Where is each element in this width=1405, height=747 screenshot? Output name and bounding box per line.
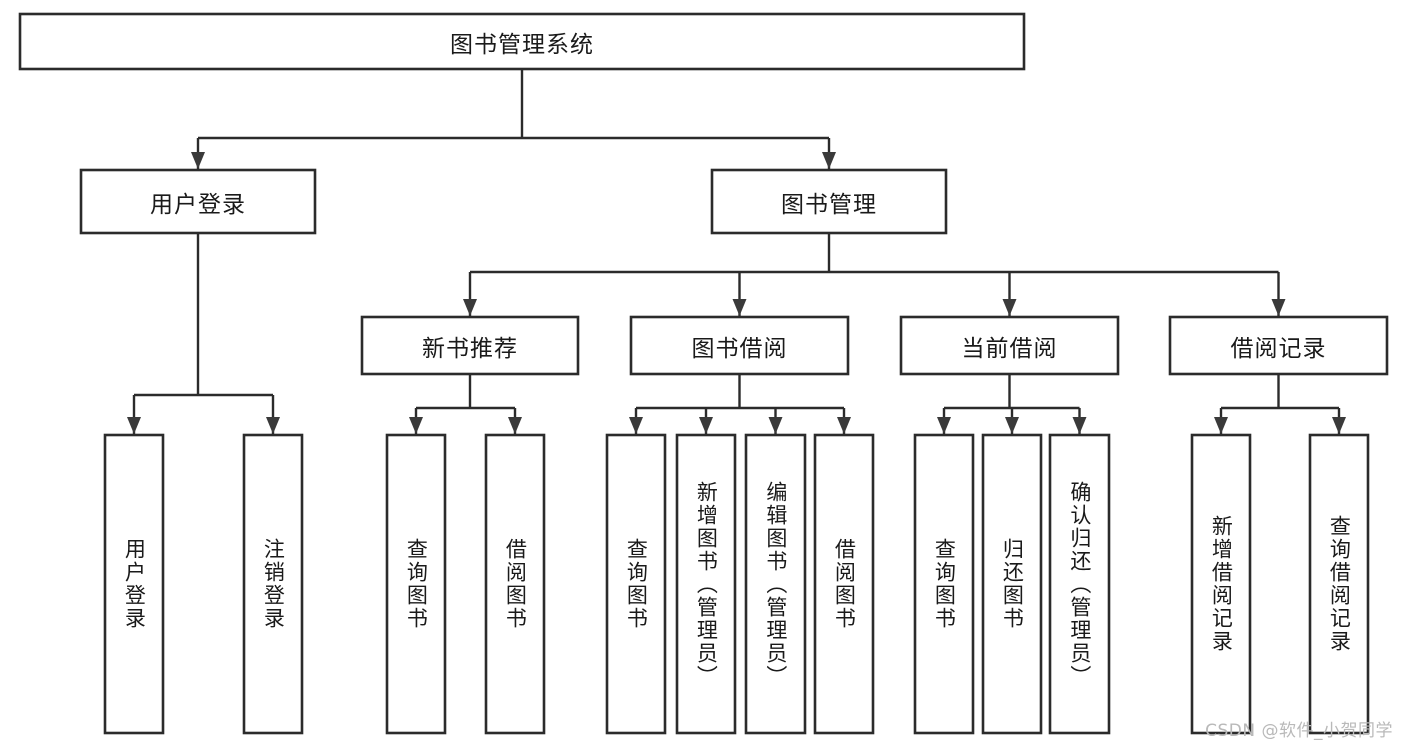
arrow-head-icon-borrow-records: [1271, 299, 1286, 316]
arrow-head-icon-user-login-do: [127, 417, 141, 434]
arrow-head-icon-query-borrow-record: [1332, 417, 1346, 434]
node-box-new-book-recommend[interactable]: [360, 315, 580, 376]
arrow-head-icon-recommend-query-book: [409, 417, 423, 434]
node-box-current-query-book[interactable]: [913, 433, 975, 735]
arrow-head-icon-user-login: [191, 152, 205, 169]
arrow-head-icon-book-manage: [822, 152, 836, 169]
node-box-book-borrow[interactable]: [629, 315, 850, 376]
arrow-head-icon-current-confirm-return: [1072, 417, 1087, 434]
node-box-user-login-do[interactable]: [103, 433, 165, 735]
node-box-user-login[interactable]: [79, 168, 317, 235]
arrow-head-icon-current-query-book: [937, 417, 951, 434]
node-box-borrow-query-book[interactable]: [605, 433, 667, 735]
arrow-head-icon-borrow-add-book: [699, 417, 713, 434]
node-box-current-borrow[interactable]: [899, 315, 1120, 376]
arrow-head-icon-user-logout: [266, 417, 280, 434]
node-box-user-logout[interactable]: [242, 433, 304, 735]
node-box-root[interactable]: [18, 12, 1026, 71]
node-box-add-borrow-record[interactable]: [1190, 433, 1252, 735]
connector-layer: [127, 69, 1346, 434]
node-box-borrow-edit-book[interactable]: [744, 433, 807, 735]
node-box-borrow-add-book[interactable]: [675, 433, 737, 735]
arrow-head-icon-add-borrow-record: [1214, 417, 1228, 434]
arrow-head-icon-current-borrow: [1002, 299, 1017, 316]
node-box-recommend-query-book[interactable]: [385, 433, 447, 735]
arrow-head-icon-borrow-borrow-book: [837, 417, 851, 434]
arrow-head-icon-borrow-edit-book: [768, 417, 783, 434]
node-box-current-return-book[interactable]: [981, 433, 1043, 735]
arrow-head-icon-recommend-borrow-book: [508, 417, 522, 434]
node-box-current-confirm-return[interactable]: [1048, 433, 1111, 735]
arrow-head-icon-new-book-recommend: [463, 299, 477, 316]
node-box-layer: [18, 12, 1389, 735]
arrow-head-icon-current-return-book: [1005, 417, 1019, 434]
node-box-borrow-borrow-book[interactable]: [813, 433, 875, 735]
node-box-borrow-records[interactable]: [1168, 315, 1389, 376]
node-box-recommend-borrow-book[interactable]: [484, 433, 546, 735]
arrow-head-icon-borrow-query-book: [629, 417, 643, 434]
arrow-head-icon-book-borrow: [732, 299, 747, 316]
node-box-query-borrow-record[interactable]: [1308, 433, 1370, 735]
node-box-book-manage[interactable]: [710, 168, 948, 235]
